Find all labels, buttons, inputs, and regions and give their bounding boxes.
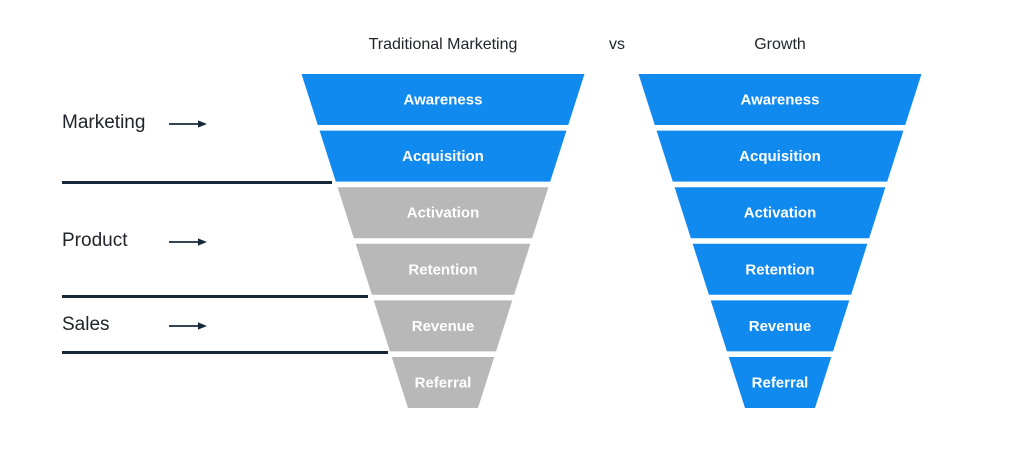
stage-divider-product — [62, 295, 368, 298]
growth-funnel-segment-referral — [728, 357, 832, 408]
growth-funnel-segment-awareness — [638, 74, 922, 125]
traditional-marketing-funnel-segment-activation — [337, 187, 549, 239]
growth-funnel-segment-label: Awareness — [741, 92, 820, 109]
growth-funnel-segment-activation — [674, 187, 886, 239]
growth-funnel-segment-acquisition — [656, 130, 904, 182]
owner-label-sales: Sales — [62, 314, 110, 335]
traditional-marketing-funnel-segment-label: Activation — [407, 205, 480, 222]
right-funnel-title: Growth — [754, 36, 806, 53]
traditional-marketing-funnel-segment-referral — [391, 357, 495, 408]
traditional-marketing-funnel-segment-label: Revenue — [412, 318, 475, 335]
growth-funnel-segment-revenue — [710, 300, 850, 352]
traditional-marketing-funnel-segment-revenue — [373, 300, 513, 352]
traditional-marketing-funnel-segment-retention — [355, 243, 531, 295]
traditional-marketing-funnel-segment-acquisition — [319, 130, 567, 182]
owner-label-product: Product — [62, 230, 128, 251]
left-funnel-title: Traditional Marketing — [368, 36, 518, 53]
arrow-right-icon — [169, 238, 207, 246]
traditional-marketing-funnel-segment-label: Acquisition — [402, 148, 484, 165]
stage-divider-marketing — [62, 181, 332, 184]
growth-funnel-segment-label: Activation — [744, 205, 817, 222]
traditional-marketing-funnel-segment-label: Awareness — [404, 92, 483, 109]
traditional-marketing-funnel-segment-label: Referral — [415, 375, 472, 392]
traditional-marketing-funnel-segment-label: Retention — [408, 261, 477, 278]
owner-label-marketing: Marketing — [62, 112, 146, 133]
arrow-right-icon — [169, 120, 207, 128]
vs-separator-label: vs — [609, 36, 625, 53]
growth-funnel-segment-retention — [692, 243, 868, 295]
arrow-right-icon — [169, 322, 207, 330]
growth-funnel-segment-label: Referral — [752, 375, 809, 392]
growth-funnel-segment-label: Retention — [745, 261, 814, 278]
traditional-marketing-funnel-segment-awareness — [301, 74, 585, 125]
growth-funnel-segment-label: Revenue — [749, 318, 812, 335]
stage-divider-sales — [62, 351, 388, 354]
growth-funnel-segment-label: Acquisition — [739, 148, 821, 165]
